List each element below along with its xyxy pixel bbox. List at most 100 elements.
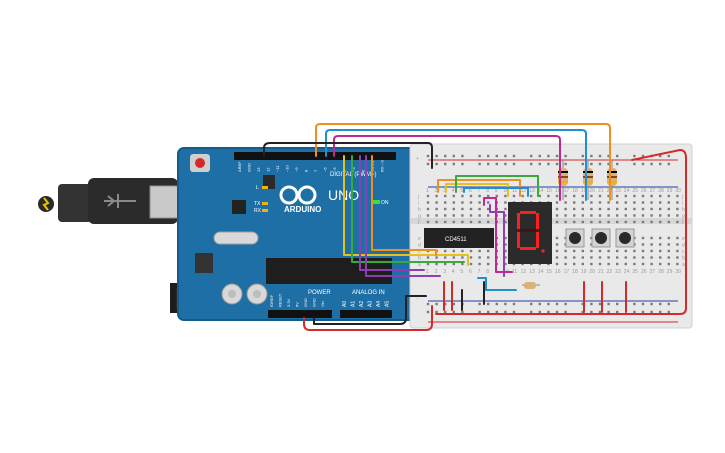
wire-purple-2[interactable] bbox=[365, 155, 441, 277]
breadboard-hole[interactable] bbox=[564, 201, 567, 204]
breadboard-hole[interactable] bbox=[426, 262, 430, 266]
breadboard-hole[interactable] bbox=[530, 194, 533, 198]
breadboard-hole[interactable] bbox=[487, 256, 490, 259]
arduino-board[interactable]: ARDUINO UNO DIGITAL (PWM~) POWER ANALOG … bbox=[177, 147, 427, 321]
breadboard-hole[interactable] bbox=[435, 262, 438, 266]
rail-hole[interactable] bbox=[607, 162, 610, 166]
rail-hole[interactable] bbox=[616, 310, 619, 314]
breadboard-holes[interactable] bbox=[426, 154, 679, 314]
breadboard-hole[interactable] bbox=[426, 207, 430, 211]
breadboard-hole[interactable] bbox=[435, 220, 438, 224]
push-button-icon[interactable] bbox=[615, 228, 635, 248]
breadboard-hole[interactable] bbox=[598, 207, 602, 211]
breadboard-hole[interactable] bbox=[598, 194, 602, 198]
breadboard-hole[interactable] bbox=[581, 194, 584, 198]
breadboard-hole[interactable] bbox=[461, 249, 464, 253]
rail-hole[interactable] bbox=[452, 302, 455, 306]
breadboard-hole[interactable] bbox=[633, 262, 636, 266]
breadboard-hole[interactable] bbox=[676, 207, 679, 211]
breadboard-hole[interactable] bbox=[435, 214, 438, 217]
breadboard-hole[interactable] bbox=[641, 207, 645, 211]
rail-hole[interactable] bbox=[555, 154, 559, 158]
breadboard-hole[interactable] bbox=[435, 207, 438, 211]
rail-hole[interactable] bbox=[607, 154, 610, 158]
breadboard-hole[interactable] bbox=[659, 256, 662, 259]
breadboard-hole[interactable] bbox=[461, 194, 464, 198]
breadboard-hole[interactable] bbox=[581, 262, 584, 266]
rail-hole[interactable] bbox=[512, 310, 516, 314]
breadboard-hole[interactable] bbox=[590, 262, 593, 266]
breadboard-hole[interactable] bbox=[452, 201, 455, 204]
breadboard-hole[interactable] bbox=[504, 243, 507, 246]
breadboard-hole[interactable] bbox=[641, 256, 645, 259]
wire-purple-1[interactable] bbox=[359, 155, 425, 271]
breadboard-hole[interactable] bbox=[573, 249, 576, 253]
power-header[interactable] bbox=[268, 310, 332, 318]
breadboard-hole[interactable] bbox=[478, 256, 481, 259]
wire-blue-top[interactable] bbox=[463, 187, 529, 197]
breadboard-hole[interactable] bbox=[650, 194, 653, 198]
breadboard-hole[interactable] bbox=[676, 236, 679, 240]
rail-hole[interactable] bbox=[650, 310, 653, 314]
breadboard-hole[interactable] bbox=[641, 220, 645, 224]
breadboard-hole[interactable] bbox=[676, 256, 679, 259]
rail-hole[interactable] bbox=[590, 162, 593, 166]
rail-hole[interactable] bbox=[444, 302, 447, 306]
breadboard-hole[interactable] bbox=[555, 220, 559, 224]
breadboard-hole[interactable] bbox=[616, 256, 619, 259]
breadboard-hole[interactable] bbox=[590, 207, 593, 211]
breadboard-hole[interactable] bbox=[641, 249, 645, 253]
rail-hole[interactable] bbox=[598, 302, 602, 306]
breadboard-hole[interactable] bbox=[641, 243, 645, 246]
rail-hole[interactable] bbox=[538, 162, 541, 166]
breadboard-hole[interactable] bbox=[659, 194, 662, 198]
rail-hole[interactable] bbox=[538, 302, 541, 306]
breadboard-hole[interactable] bbox=[624, 256, 627, 259]
breadboard-hole[interactable] bbox=[573, 256, 576, 259]
breadboard-hole[interactable] bbox=[444, 220, 447, 224]
breadboard-hole[interactable] bbox=[452, 220, 455, 224]
breadboard-hole[interactable] bbox=[478, 207, 481, 211]
breadboard-hole[interactable] bbox=[598, 262, 602, 266]
breadboard-hole[interactable] bbox=[616, 249, 619, 253]
breadboard-hole[interactable] bbox=[616, 214, 619, 217]
rail-hole[interactable] bbox=[504, 310, 507, 314]
push-button-icon[interactable] bbox=[591, 228, 611, 248]
rail-hole[interactable] bbox=[616, 154, 619, 158]
wire-black-gnd-bottom[interactable] bbox=[313, 295, 427, 325]
push-button-icon[interactable] bbox=[565, 228, 585, 248]
rail-hole[interactable] bbox=[547, 162, 550, 166]
rail-hole[interactable] bbox=[512, 302, 516, 306]
rail-hole[interactable] bbox=[435, 154, 438, 158]
breadboard-hole[interactable] bbox=[598, 220, 602, 224]
breadboard-hole[interactable] bbox=[469, 201, 473, 204]
breadboard-hole[interactable] bbox=[555, 256, 559, 259]
rail-hole[interactable] bbox=[564, 302, 567, 306]
wire-magenta-mid[interactable] bbox=[483, 197, 513, 273]
rail-hole[interactable] bbox=[659, 302, 662, 306]
rail-hole[interactable] bbox=[478, 310, 481, 314]
breadboard-hole[interactable] bbox=[504, 194, 507, 198]
breadboard-hole[interactable] bbox=[555, 262, 559, 266]
breadboard-hole[interactable] bbox=[581, 207, 584, 211]
breadboard-hole[interactable] bbox=[667, 243, 670, 246]
breadboard-hole[interactable] bbox=[461, 201, 464, 204]
breadboard-hole[interactable] bbox=[641, 194, 645, 198]
rail-hole[interactable] bbox=[641, 154, 645, 158]
rail-hole[interactable] bbox=[641, 302, 645, 306]
breadboard-hole[interactable] bbox=[564, 262, 567, 266]
breadboard-hole[interactable] bbox=[478, 214, 481, 217]
breadboard-hole[interactable] bbox=[487, 220, 490, 224]
breadboard-hole[interactable] bbox=[469, 220, 473, 224]
breadboard-hole[interactable] bbox=[555, 236, 559, 240]
rail-hole[interactable] bbox=[530, 154, 533, 158]
analog-header[interactable] bbox=[340, 310, 392, 318]
breadboard-hole[interactable] bbox=[564, 220, 567, 224]
rail-hole[interactable] bbox=[435, 302, 438, 306]
rail-hole[interactable] bbox=[650, 302, 653, 306]
breadboard-hole[interactable] bbox=[487, 262, 490, 266]
breadboard-hole[interactable] bbox=[607, 220, 610, 224]
breadboard-hole[interactable] bbox=[452, 207, 455, 211]
rail-hole[interactable] bbox=[487, 302, 490, 306]
rail-hole[interactable] bbox=[641, 310, 645, 314]
